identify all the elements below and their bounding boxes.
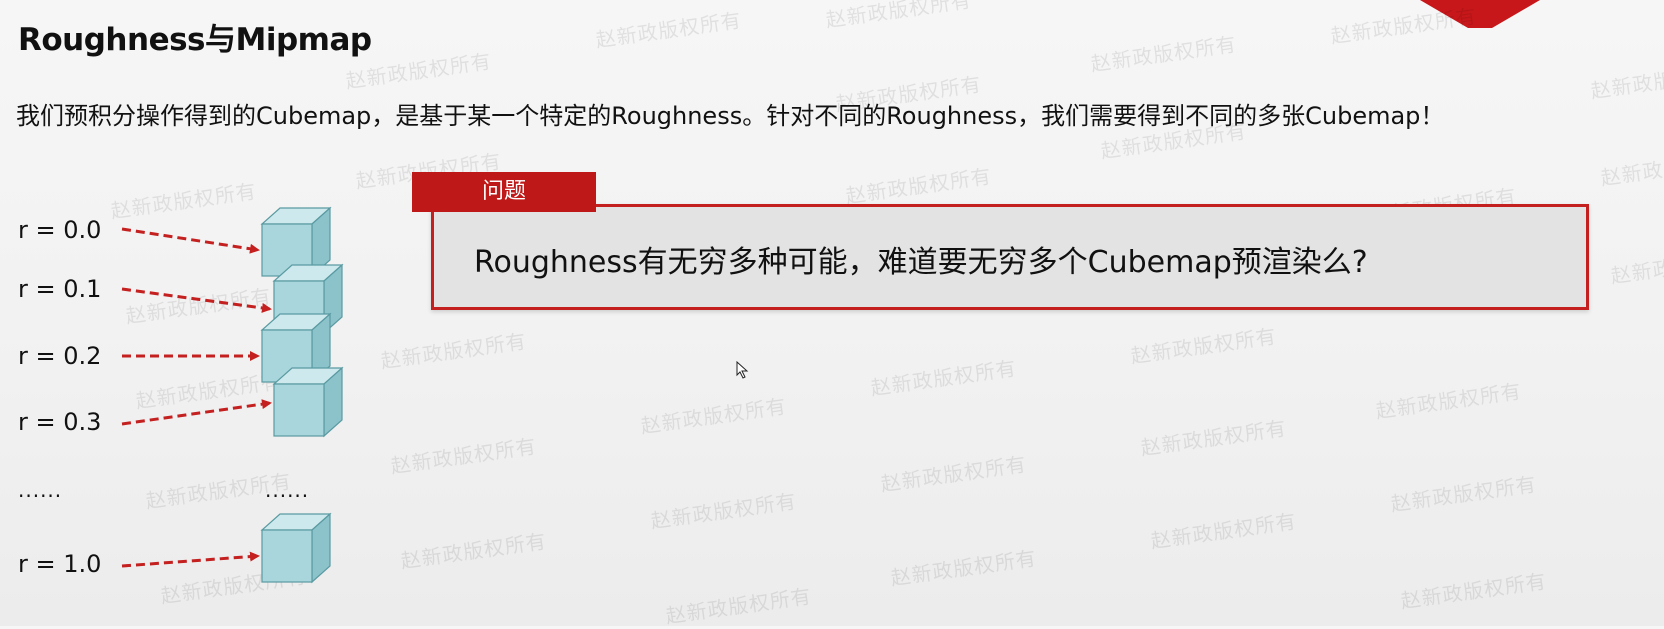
- question-text: Roughness有无穷多种可能，难道要无穷多个Cubemap预渲染么?: [474, 245, 1368, 280]
- question-tab: 问题: [412, 172, 596, 212]
- roughness-label: r = 0.0: [18, 216, 102, 244]
- roughness-label: r = 0.1: [18, 275, 102, 303]
- slide-description: 我们预积分操作得到的Cubemap，是基于某一个特定的Roughness。针对不…: [16, 102, 1445, 130]
- roughness-label: r = 0.2: [18, 342, 102, 370]
- question-box: Roughness有无穷多种可能，难道要无穷多个Cubemap预渲染么?: [431, 204, 1589, 310]
- roughness-ellipsis: ......: [18, 478, 63, 502]
- roughness-label: r = 1.0: [18, 550, 102, 578]
- cube-icon: [272, 366, 344, 438]
- mouse-cursor-icon: [736, 361, 749, 379]
- arrow: [121, 287, 272, 313]
- cube-icon: [260, 512, 332, 584]
- cubemap-ellipsis: ......: [265, 478, 310, 502]
- arrow: [121, 227, 260, 254]
- arrow: [121, 551, 260, 568]
- roughness-label: r = 0.3: [18, 408, 102, 436]
- slide-title: Roughness与Mipmap: [18, 22, 372, 58]
- arrow: [121, 399, 272, 426]
